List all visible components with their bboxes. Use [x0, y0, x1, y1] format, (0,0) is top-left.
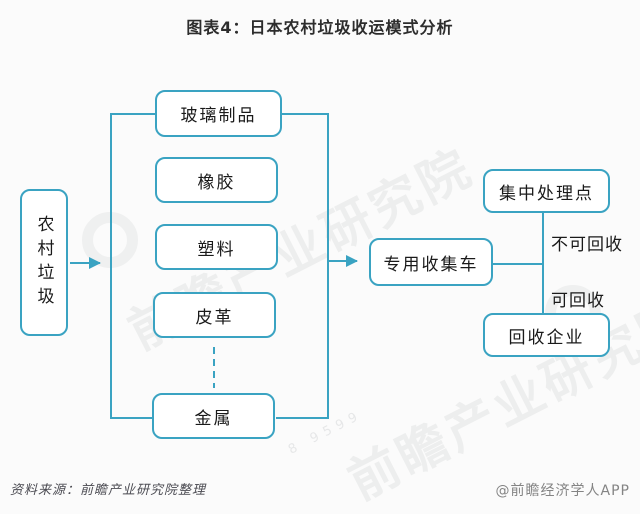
left-bracket-line	[110, 113, 155, 419]
node-central-processing: 集中处理点	[483, 169, 610, 213]
node-metal: 金属	[152, 393, 275, 439]
node-rural-waste-label: 农村垃圾	[33, 214, 54, 311]
node-leather: 皮革	[153, 292, 276, 338]
node-rubber: 橡胶	[155, 157, 278, 203]
source-note: 资料来源：前瞻产业研究院整理	[10, 483, 207, 498]
page-title: 图表4：日本农村垃圾收运模式分析	[186, 18, 454, 37]
node-recycling-company: 回收企业	[483, 313, 610, 357]
node-rural-waste: 农村垃圾	[20, 189, 68, 336]
node-glass-products: 玻璃制品	[155, 90, 282, 137]
node-plastic: 塑料	[155, 224, 278, 270]
label-non-recyclable: 不可回收	[551, 235, 623, 255]
label-recyclable: 可回收	[551, 291, 605, 311]
credit-note: @前瞻经济学人APP	[495, 483, 630, 499]
node-collection-vehicle: 专用收集车	[369, 238, 493, 286]
right-bracket-line	[276, 113, 329, 419]
